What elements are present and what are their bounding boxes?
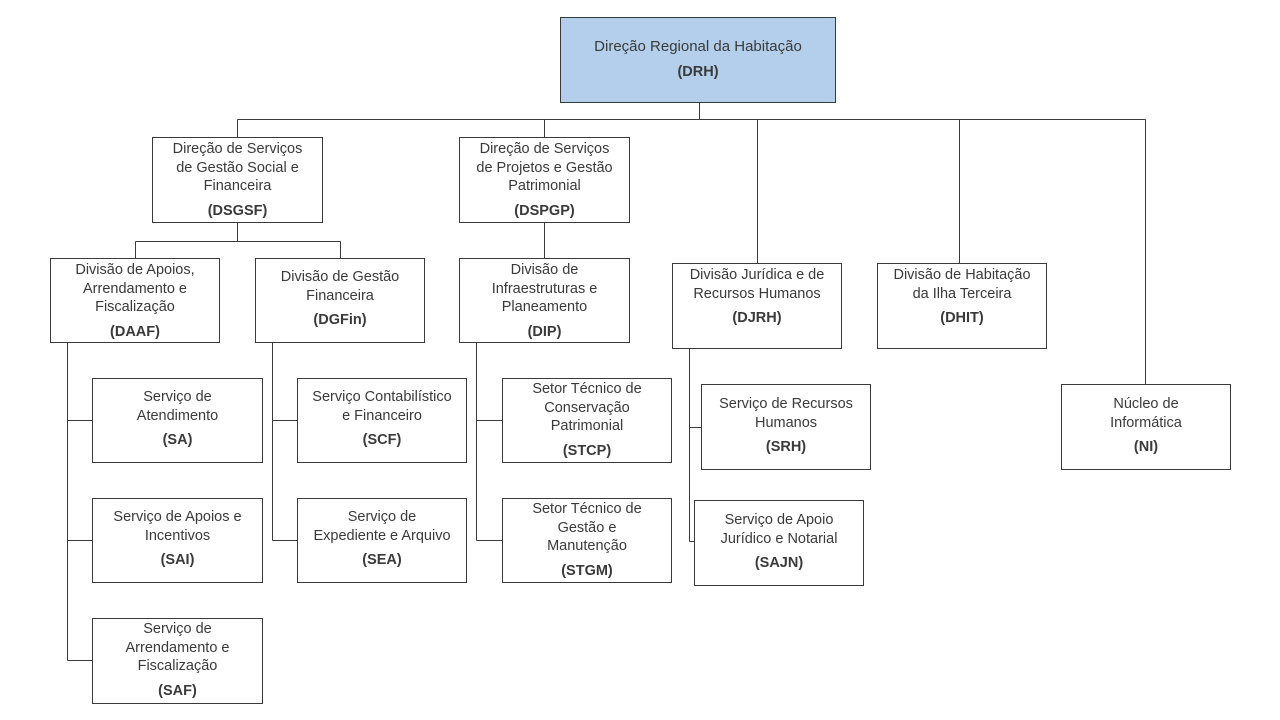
org-node-dspgp: Direção de Serviços de Projetos e Gestão… bbox=[459, 137, 630, 223]
org-node-daaf: Divisão de Apoios, Arrendamento e Fiscal… bbox=[50, 258, 220, 343]
node-name: Divisão de Infraestruturas e Planeamento bbox=[491, 262, 598, 315]
node-name: Divisão de Gestão Financeira bbox=[280, 269, 400, 304]
node-abbreviation: (DGFin) bbox=[313, 312, 367, 328]
node-name: Setor Técnico de Gestão e Manutenção bbox=[532, 501, 642, 554]
node-abbreviation: (DHIT) bbox=[940, 310, 984, 326]
node-abbreviation: (DIP) bbox=[527, 323, 562, 340]
org-node-scf: Serviço Contabilístico e Financeiro (SCF… bbox=[297, 378, 467, 463]
node-name: Direção Regional da Habitação bbox=[594, 38, 802, 55]
node-abbreviation: (SAF) bbox=[158, 682, 197, 699]
node-abbreviation: (SRH) bbox=[765, 439, 807, 455]
node-name: Serviço de Apoio Jurídico e Notarial bbox=[720, 512, 838, 547]
org-node-srh: Serviço de Recursos Humanos (SRH) bbox=[701, 384, 871, 470]
org-node-dsgsf: Direção de Serviços de Gestão Social e F… bbox=[152, 137, 323, 223]
org-node-sai: Serviço de Apoios e Incentivos (SAI) bbox=[92, 498, 263, 583]
node-abbreviation: (DSPGP) bbox=[514, 202, 575, 219]
node-name: Divisão de Habitação da Ilha Terceira bbox=[893, 267, 1031, 302]
node-name: Núcleo de Informática bbox=[1110, 396, 1182, 431]
node-abbreviation: (DRH) bbox=[677, 63, 719, 80]
node-name: Serviço de Atendimento bbox=[136, 389, 219, 424]
org-node-dhit: Divisão de Habitação da Ilha Terceira (D… bbox=[877, 263, 1047, 349]
org-node-sajn: Serviço de Apoio Jurídico e Notarial (SA… bbox=[694, 500, 864, 586]
node-name: Direção de Serviços de Projetos e Gestão… bbox=[476, 141, 613, 194]
node-abbreviation: (SAJN) bbox=[754, 555, 804, 571]
node-abbreviation: (SCF) bbox=[362, 432, 402, 448]
org-node-stcp: Setor Técnico de Conservação Patrimonial… bbox=[502, 378, 672, 463]
node-name: Serviço de Arrendamento e Fiscalização bbox=[125, 621, 230, 674]
node-name: Serviço de Recursos Humanos bbox=[719, 396, 853, 431]
org-node-djrh: Divisão Jurídica e de Recursos Humanos (… bbox=[672, 263, 842, 349]
node-abbreviation: (STGM) bbox=[561, 562, 613, 579]
node-name: Serviço de Apoios e Incentivos bbox=[113, 509, 242, 544]
node-abbreviation: (DSGSF) bbox=[207, 202, 268, 219]
node-name: Serviço de Expediente e Arquivo bbox=[313, 509, 451, 544]
org-node-dip: Divisão de Infraestruturas e Planeamento… bbox=[459, 258, 630, 343]
node-name: Divisão de Apoios, Arrendamento e Fiscal… bbox=[75, 262, 195, 315]
node-abbreviation: (DAAF) bbox=[110, 323, 160, 340]
node-name: Setor Técnico de Conservação Patrimonial bbox=[532, 381, 642, 434]
node-abbreviation: (SA) bbox=[162, 432, 193, 448]
org-node-saf: Serviço de Arrendamento e Fiscalização (… bbox=[92, 618, 263, 704]
org-node-sa: Serviço de Atendimento (SA) bbox=[92, 378, 263, 463]
org-node-ni: Núcleo de Informática (NI) bbox=[1061, 384, 1231, 470]
node-abbreviation: (DJRH) bbox=[732, 310, 782, 326]
node-name: Direção de Serviços de Gestão Social e F… bbox=[172, 141, 303, 194]
org-node-sea: Serviço de Expediente e Arquivo (SEA) bbox=[297, 498, 467, 583]
node-name: Serviço Contabilístico e Financeiro bbox=[312, 389, 452, 424]
node-name: Divisão Jurídica e de Recursos Humanos bbox=[689, 267, 825, 302]
node-abbreviation: (NI) bbox=[1133, 439, 1159, 455]
org-node-dgfin: Divisão de Gestão Financeira (DGFin) bbox=[255, 258, 425, 343]
org-node-drh: Direção Regional da Habitação (DRH) bbox=[560, 17, 836, 103]
node-abbreviation: (SEA) bbox=[362, 552, 402, 568]
node-abbreviation: (SAI) bbox=[160, 552, 195, 568]
node-abbreviation: (STCP) bbox=[562, 442, 612, 459]
org-node-stgm: Setor Técnico de Gestão e Manutenção (ST… bbox=[502, 498, 672, 583]
